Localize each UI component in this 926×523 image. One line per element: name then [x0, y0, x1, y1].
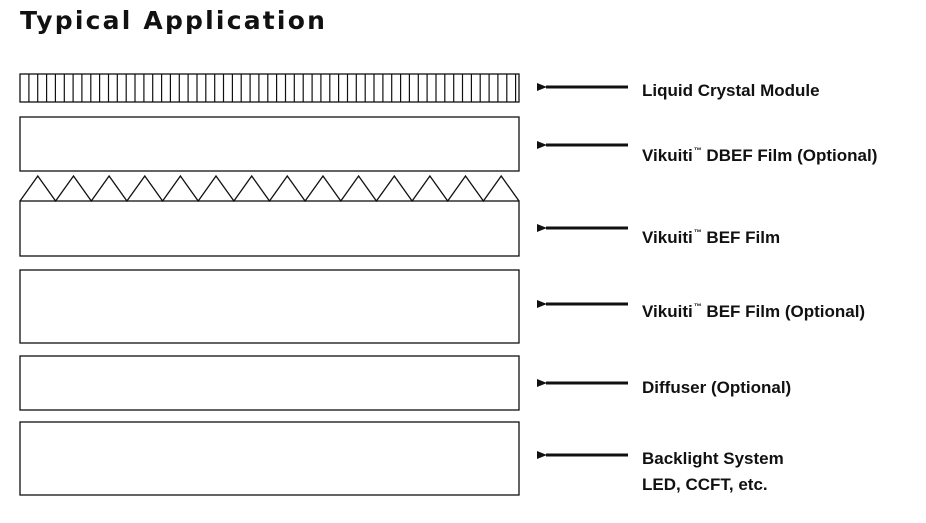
liquid-crystal-stripes — [28, 74, 517, 102]
label-line-2: LED, CCFT, etc. — [642, 475, 768, 494]
trademark-symbol: ™ — [693, 302, 702, 311]
label-backlight-system: Backlight System LED, CCFT, etc. — [642, 449, 784, 495]
label-text: Diffuser (Optional) — [642, 378, 792, 397]
diagram-title: Typical Application — [20, 6, 328, 35]
trademark-symbol: ™ — [693, 146, 702, 155]
bef-film-base — [19, 200, 520, 257]
label-bef-film-optional: Vikuiti™ BEF Film (Optional) — [642, 297, 865, 322]
label-brand: Vikuiti — [642, 146, 693, 165]
bef-film-layer — [19, 174, 520, 257]
prism-structure — [19, 174, 520, 203]
label-diffuser: Diffuser (Optional) — [642, 378, 791, 398]
bef-film-optional-layer — [19, 269, 520, 344]
label-text: BEF Film — [701, 228, 781, 247]
label-dbef-film: Vikuiti™ DBEF Film (Optional) — [642, 141, 877, 166]
label-brand: Vikuiti — [642, 228, 693, 247]
label-brand: Vikuiti — [642, 302, 693, 321]
dbef-film-layer — [19, 116, 520, 172]
diffuser-layer — [19, 355, 520, 411]
label-line-1: Backlight System — [642, 449, 784, 468]
label-bef-film: Vikuiti™ BEF Film — [642, 223, 780, 248]
label-liquid-crystal-module: Liquid Crystal Module — [642, 81, 820, 101]
liquid-crystal-module-layer — [19, 73, 520, 103]
trademark-symbol: ™ — [693, 228, 702, 237]
label-text: BEF Film (Optional) — [701, 302, 866, 321]
label-text: Liquid Crystal Module — [642, 81, 820, 100]
backlight-system-layer — [19, 421, 520, 496]
label-text: DBEF Film (Optional) — [701, 146, 878, 165]
